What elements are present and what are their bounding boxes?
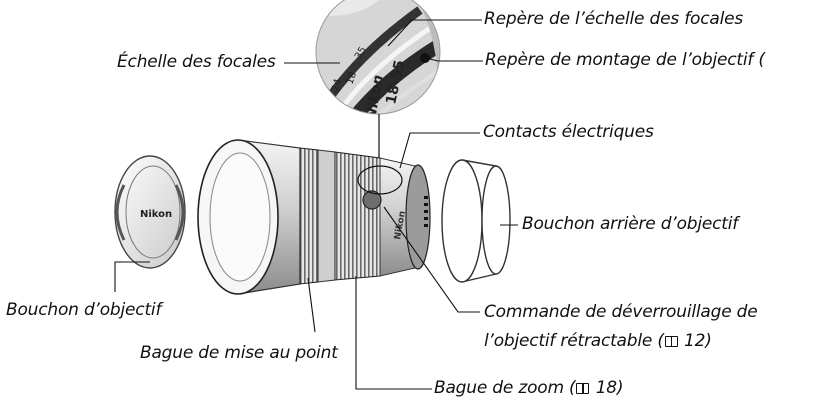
zoom-ring-text: Bague de zoom (	[434, 378, 576, 398]
page-ref-icon	[664, 336, 678, 347]
focal-tick-24: 24	[330, 78, 344, 93]
rear-cap	[441, 159, 511, 283]
zoom-detail: 18 24 35 18-55 Nikon	[315, 0, 441, 170]
lens-cap: Nikon	[114, 155, 186, 269]
label-lens-cap: Bouchon d’objectif	[6, 300, 162, 320]
label-retract-button-line1: Commande de déverrouillage de	[484, 302, 758, 322]
barrel-brand-text: Nikon	[393, 210, 408, 240]
label-cpu-contacts: Contacts électriques	[483, 122, 654, 142]
label-focus-ring: Bague de mise au point	[140, 343, 338, 363]
page-ref-icon	[576, 383, 590, 394]
focal-tick-18: 18	[344, 70, 359, 86]
retract-line2-page: 12)	[678, 331, 712, 351]
label-retract-button-line2: l’objectif rétractable ( 12)	[484, 331, 712, 352]
label-focal-scale-mark: Repère de l’échelle des focales	[484, 9, 744, 29]
label-focal-scale: Échelle des focales	[117, 52, 276, 72]
zoom-brand-text: Nikon	[363, 74, 387, 121]
leader-lines	[114, 19, 518, 390]
lens-cap-brand: Nikon	[140, 209, 172, 220]
label-lens-mount-mark: Repère de montage de l’objectif (	[485, 50, 765, 70]
label-zoom-ring: Bague de zoom ( 18)	[434, 378, 624, 399]
cpu-contacts	[424, 196, 428, 227]
retract-line2-text: l’objectif rétractable (	[484, 331, 664, 351]
label-rear-cap: Bouchon arrière d’objectif	[522, 214, 739, 234]
focus-ring	[299, 147, 319, 285]
retract-button	[362, 190, 382, 210]
focal-scale-highlight	[357, 165, 403, 195]
zoom-ring	[334, 151, 381, 281]
lens-mount-mark-dot	[420, 53, 430, 63]
lens-body: Nikon	[197, 139, 431, 295]
zoom-ring-page: 18)	[590, 378, 624, 398]
